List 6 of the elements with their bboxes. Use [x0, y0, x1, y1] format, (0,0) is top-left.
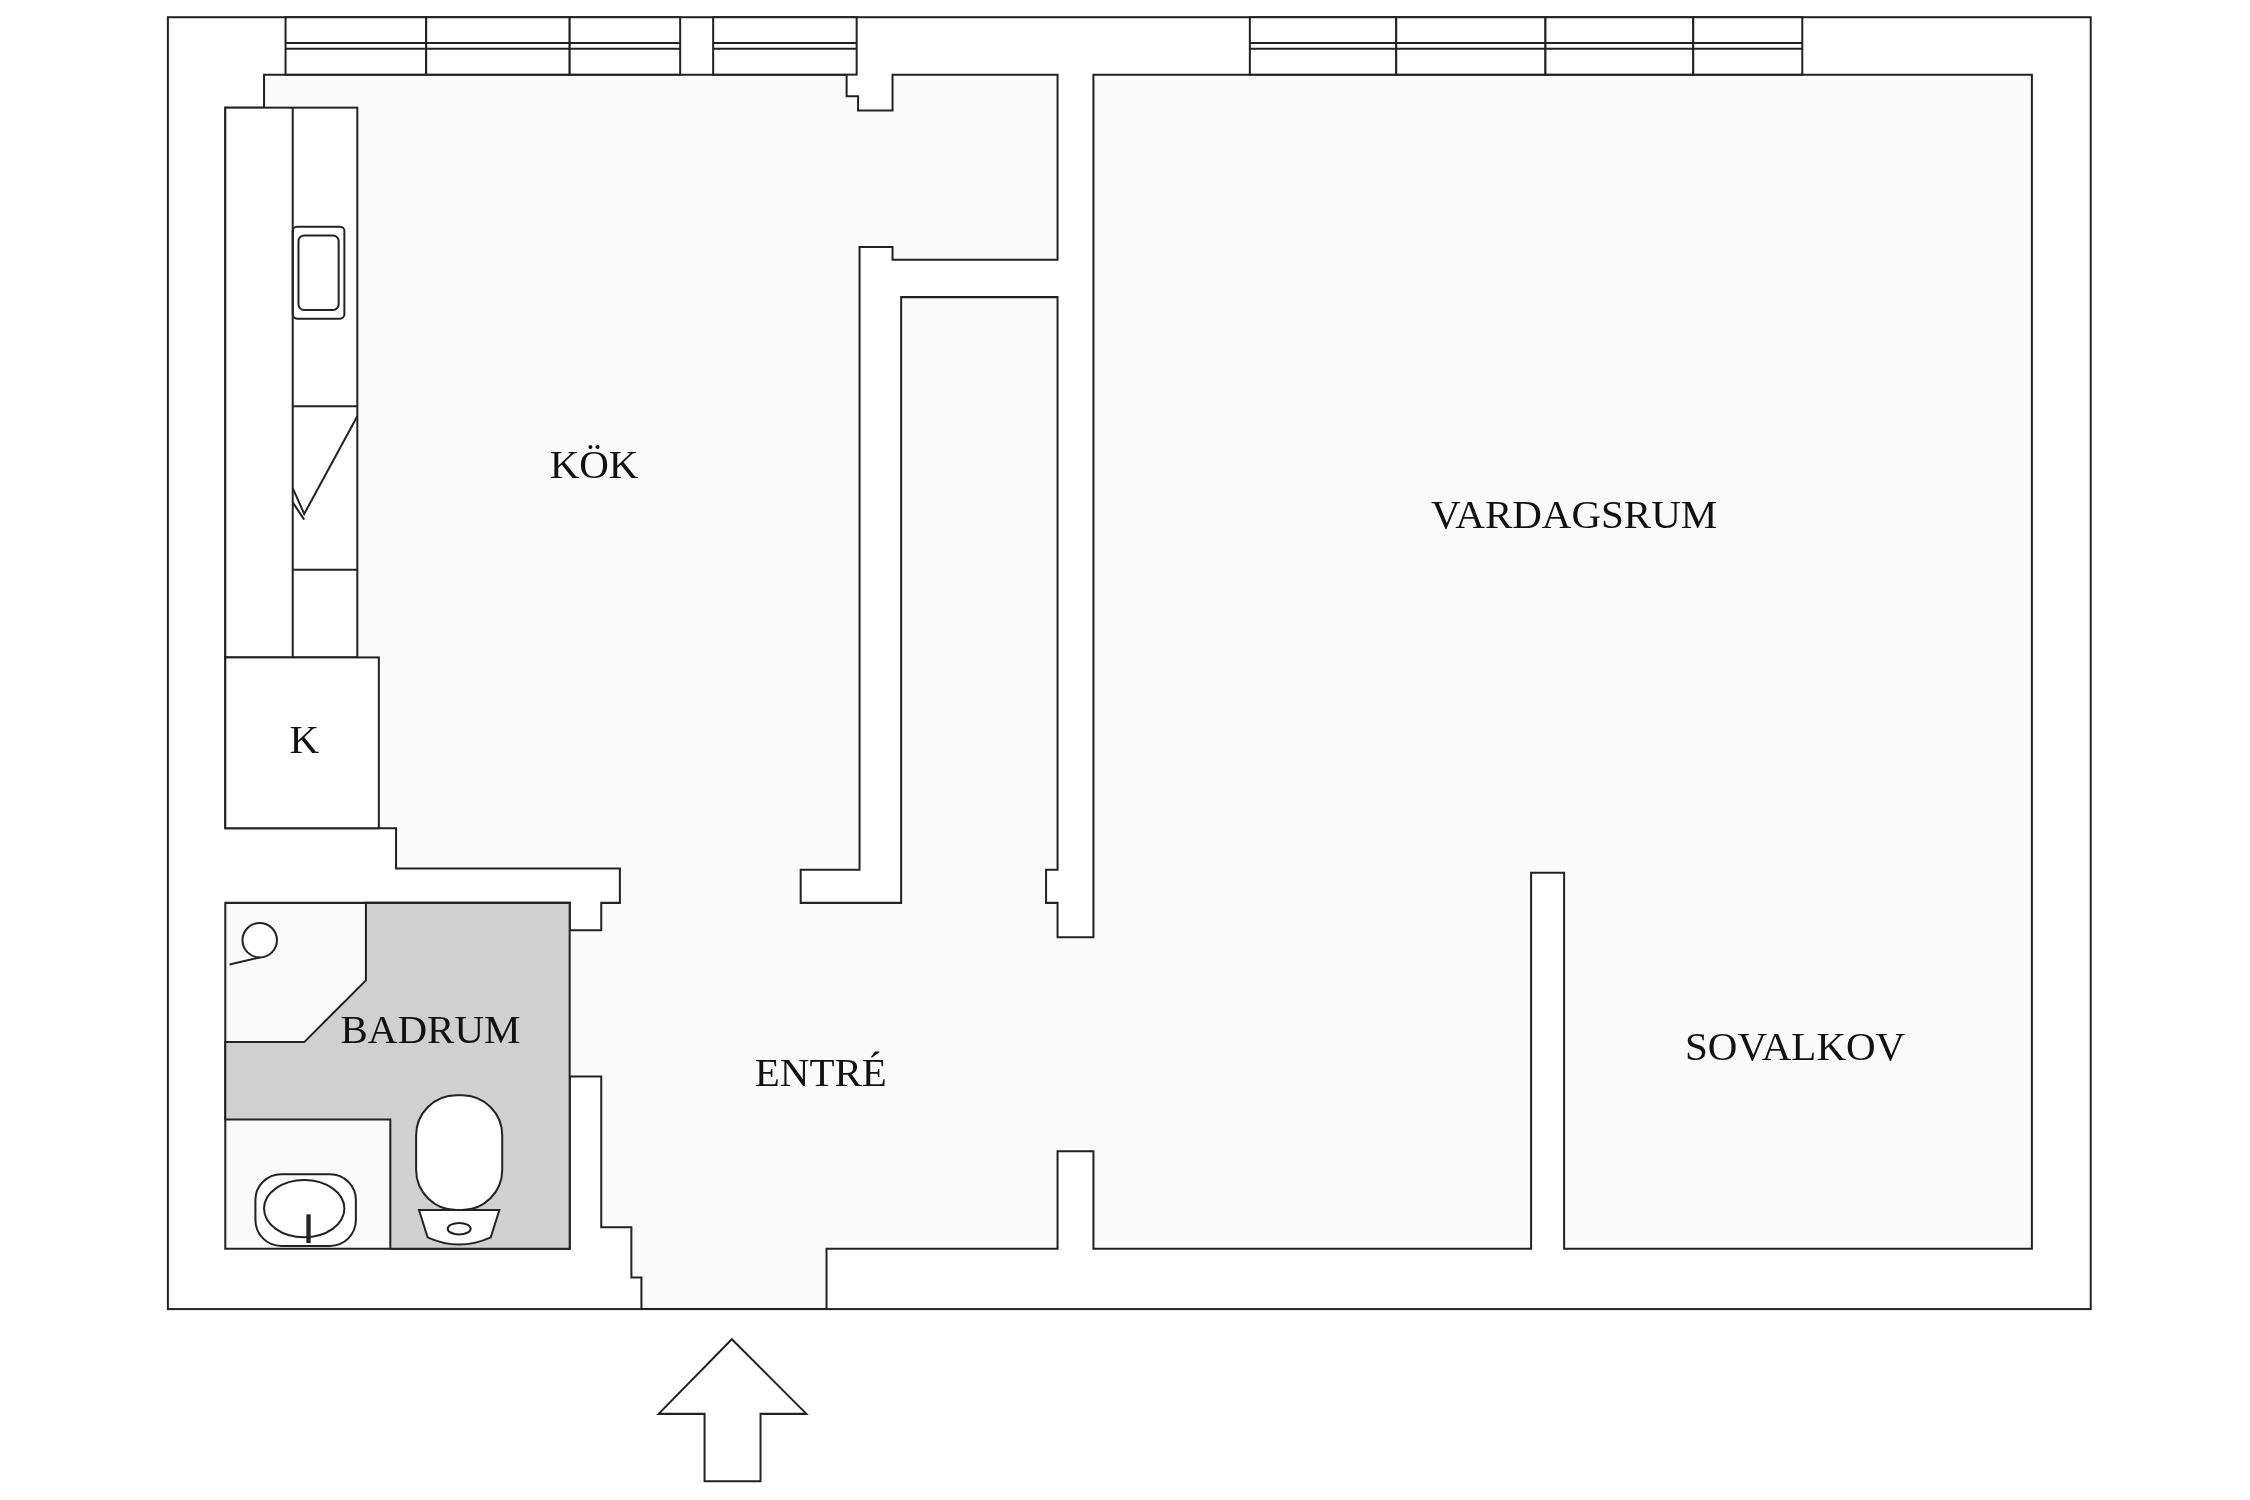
room-label: SOVALKOV — [1685, 1022, 1906, 1071]
room-label: BADRUM — [340, 1005, 521, 1054]
room-label: ENTRÉ — [754, 1048, 887, 1097]
room-label: KÖK — [549, 439, 639, 488]
room-label: VARDAGSRUM — [1430, 489, 1718, 538]
room-label: K — [289, 715, 319, 764]
